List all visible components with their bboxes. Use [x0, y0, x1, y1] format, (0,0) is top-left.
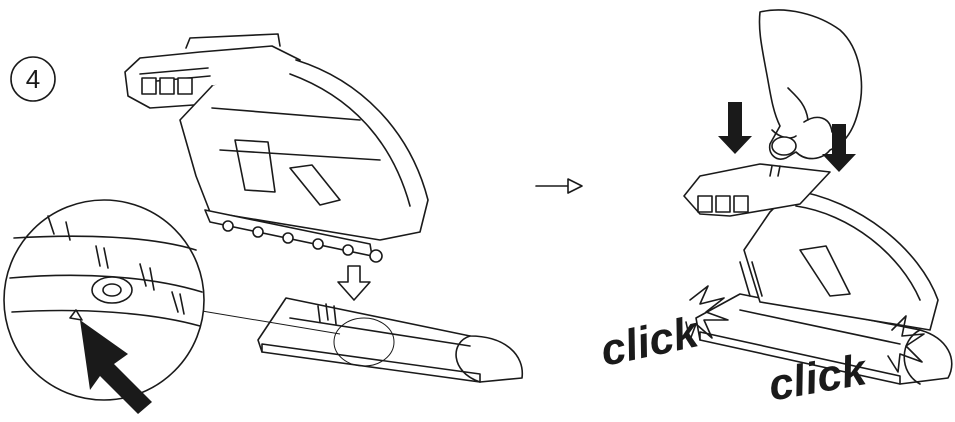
press-down-arrow-icon — [822, 124, 856, 172]
foot-unit-assembled — [683, 163, 939, 331]
click-label-left: click — [596, 307, 704, 376]
base-plate-right — [695, 293, 953, 385]
foot-unit-upper-part — [124, 33, 429, 263]
base-plate-left — [257, 297, 524, 383]
step-number: 4 — [26, 64, 40, 94]
detail-leader-line — [195, 309, 341, 335]
sequence-arrow-icon — [535, 178, 583, 194]
click-burst-right — [887, 315, 925, 373]
step-badge: 4 — [10, 56, 56, 102]
press-down-arrow-icon — [718, 102, 752, 154]
pointer-arrow-icon — [80, 320, 152, 414]
click-burst-left — [685, 285, 729, 341]
detail-magnifier — [3, 199, 205, 414]
hand-illustration — [758, 9, 863, 160]
step-circle-icon — [10, 56, 56, 102]
insert-direction-arrow-icon — [337, 265, 371, 301]
